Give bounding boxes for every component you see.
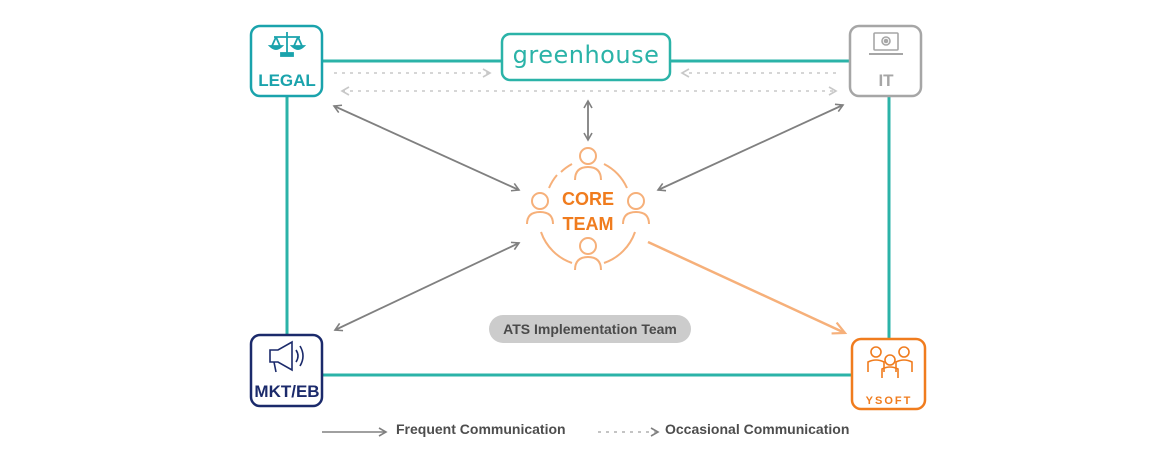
greenhouse-logo-text: greenhouse — [513, 41, 660, 69]
scales-of-justice-icon — [267, 32, 307, 57]
ysoft-node[interactable]: YSOFT — [850, 337, 927, 411]
group-label-pill: ATS Implementation Team — [489, 315, 691, 343]
frequent-arrows — [332, 99, 845, 332]
it-core-arrow — [656, 103, 845, 192]
mkt-eb-box — [249, 333, 324, 408]
mkt-eb-node[interactable]: MKT/EB — [249, 333, 324, 408]
occasional-arrows — [334, 68, 838, 96]
frame-lines — [285, 59, 891, 377]
mkt-core-arrow — [333, 241, 521, 332]
laptop-gear-icon — [869, 32, 903, 55]
megaphone-icon — [269, 340, 304, 373]
core-team-label-line1: CORE — [562, 189, 614, 209]
people-group-icon — [867, 346, 913, 378]
core-to-ysoft-arrow — [647, 240, 848, 335]
legend-frequent-label: Frequent Communication — [396, 421, 566, 437]
legal-core-arrow — [332, 104, 521, 192]
greenhouse-box — [500, 32, 672, 82]
legal-node[interactable]: LEGAL — [249, 24, 324, 98]
ysoft-label: YSOFT — [866, 395, 913, 407]
greenhouse-node[interactable]: greenhouse — [500, 32, 672, 82]
core-team-node[interactable]: CORE TEAM — [526, 147, 650, 271]
legal-box — [249, 24, 324, 98]
people-circle-icon — [526, 147, 650, 271]
core-team-label-line2: TEAM — [563, 214, 614, 234]
legend-occasional-label: Occasional Communication — [665, 421, 850, 437]
it-label: IT — [878, 71, 894, 90]
mkt-eb-label: MKT/EB — [254, 382, 319, 401]
legal-label: LEGAL — [258, 71, 316, 90]
it-node[interactable]: IT — [848, 24, 923, 98]
it-box — [848, 24, 923, 98]
